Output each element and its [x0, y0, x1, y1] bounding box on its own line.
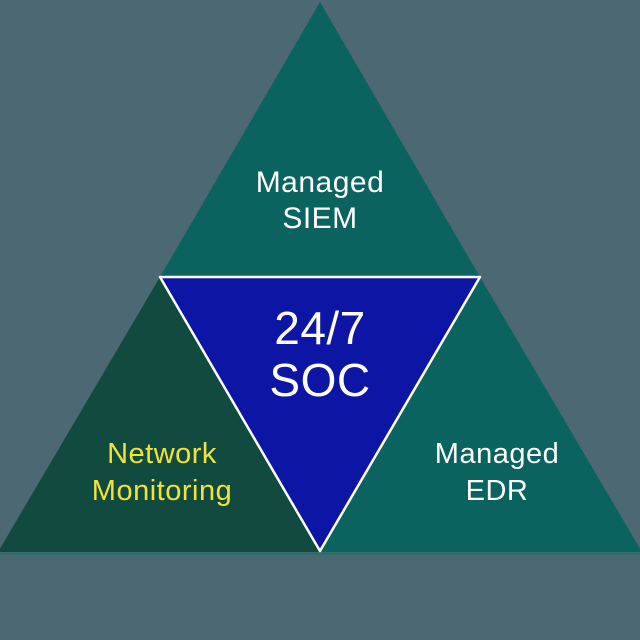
- pyramid-left-section: [0, 277, 320, 552]
- base-line: [0, 552, 640, 555]
- pyramid-right-section: [320, 277, 640, 552]
- pyramid-top-section: [160, 2, 480, 277]
- center-inverted-triangle: [158, 275, 482, 553]
